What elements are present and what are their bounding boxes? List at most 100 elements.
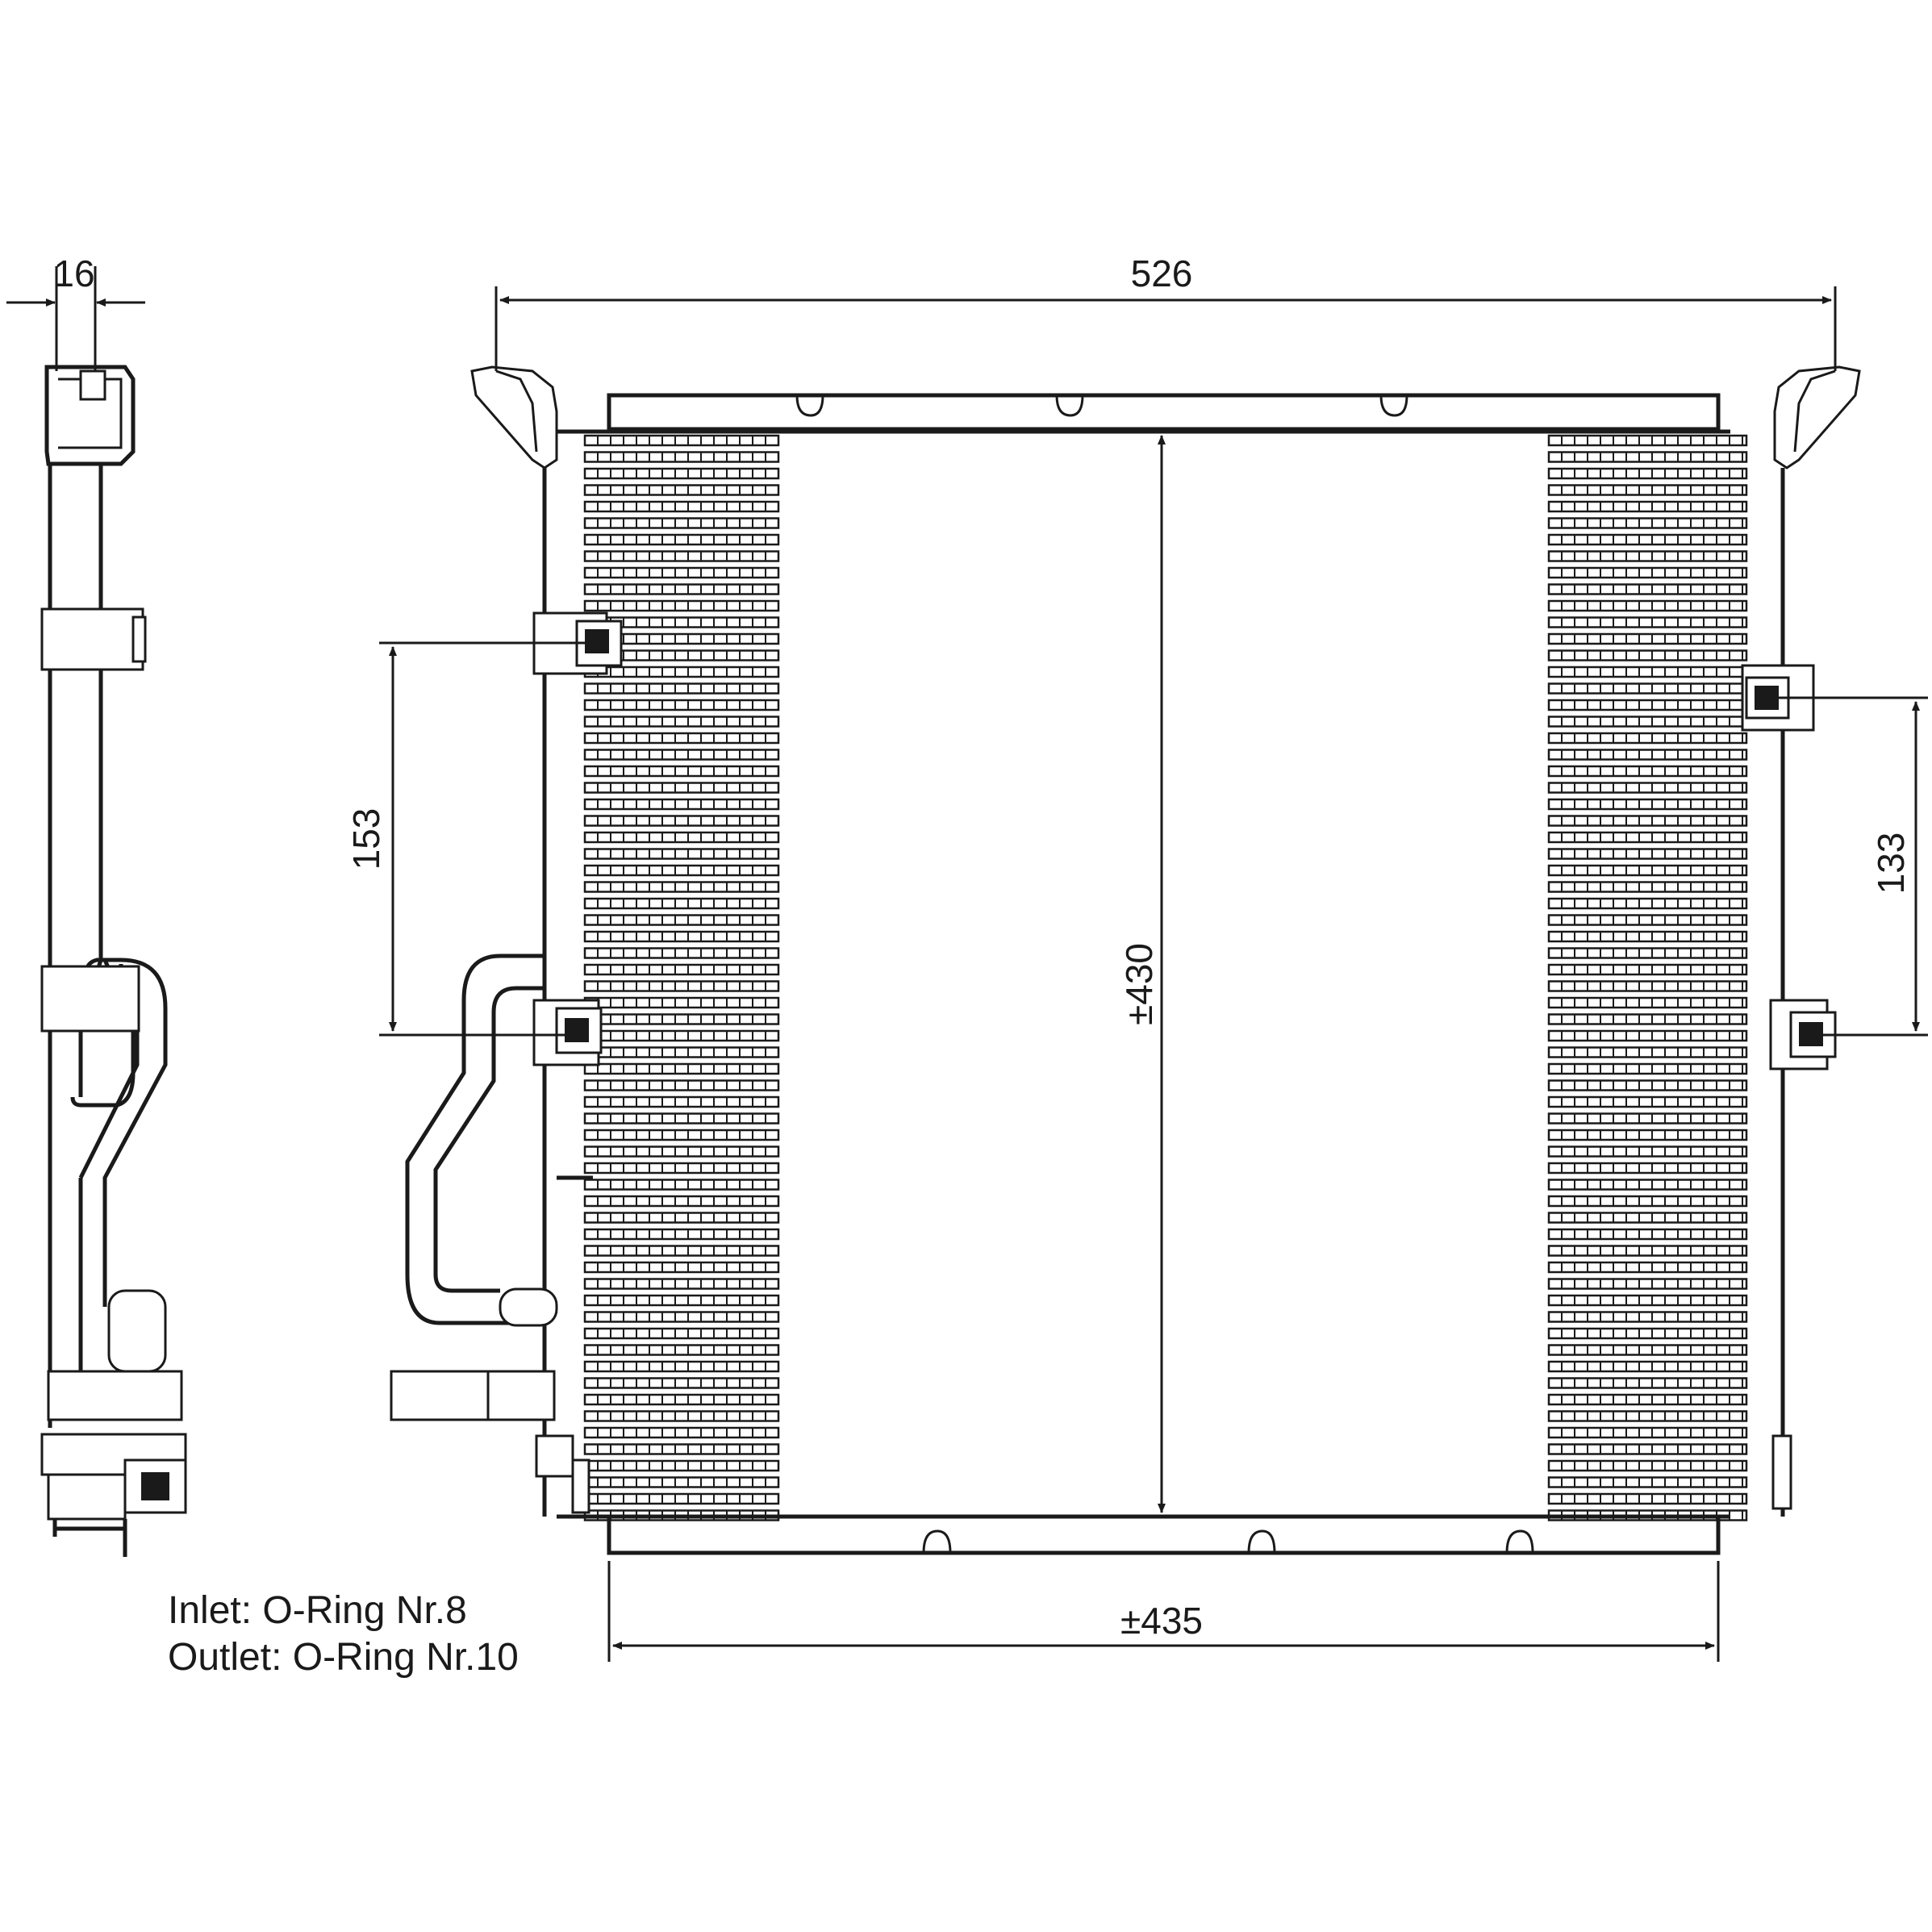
fin-row (583, 1360, 780, 1373)
fin-row (583, 1046, 780, 1058)
fin-row (1547, 798, 1748, 811)
fin-row (1547, 1029, 1748, 1042)
fin-row (1547, 1278, 1748, 1290)
front-view: 526 153 ±430 133 ±435 (345, 252, 1928, 1662)
fin-row (583, 1327, 780, 1340)
mounting-bracket-left-lower (532, 999, 603, 1066)
fin-row (583, 782, 780, 794)
fin-row (583, 1013, 780, 1025)
fin-row (583, 1261, 780, 1274)
fin-row (1547, 566, 1748, 579)
fin-row (583, 500, 780, 513)
fin-row (1547, 947, 1748, 959)
fin-row (583, 682, 780, 695)
fin-row (1547, 1344, 1748, 1356)
fin-row (1547, 1245, 1748, 1257)
fin-row (1547, 1261, 1748, 1274)
core-fins-left (583, 434, 780, 1521)
fin-row (1547, 1443, 1748, 1455)
fin-row (1547, 1179, 1748, 1191)
fin-row (583, 1459, 780, 1472)
dimension-core-height: ±430 (1118, 435, 1166, 1513)
fin-row (1547, 1013, 1748, 1025)
fin-row (1547, 1212, 1748, 1224)
fin-row (1547, 484, 1748, 496)
o-ring-notes: Inlet: O-Ring Nr.8 Outlet: O-Ring Nr.10 (168, 1589, 519, 1679)
fin-row (1547, 1410, 1748, 1422)
fin-row (583, 1079, 780, 1091)
fin-row (1547, 1360, 1748, 1373)
fin-row (583, 864, 780, 877)
dimension-core-height-label: ±430 (1118, 943, 1160, 1025)
fin-row (583, 749, 780, 761)
fin-row (583, 1129, 780, 1141)
fin-row (1547, 1095, 1748, 1108)
fin-row (583, 1278, 780, 1290)
fin-row (583, 1476, 780, 1488)
fin-row (583, 1426, 780, 1439)
fin-row (583, 1311, 780, 1323)
fin-row (1547, 963, 1748, 976)
fin-row (1547, 500, 1748, 513)
fin-row (1547, 831, 1748, 844)
dimension-left-bracket-spacing: 153 (345, 641, 597, 1037)
dimension-core-width-label: ±435 (1120, 1600, 1203, 1642)
fin-row (1547, 1129, 1748, 1141)
fin-row (583, 1492, 780, 1505)
fin-row (583, 947, 780, 959)
fin-row (1547, 848, 1748, 860)
fin-row (1547, 434, 1748, 447)
fin-row (583, 716, 780, 728)
fin-row (583, 980, 780, 992)
dimension-core-width: ±435 (607, 1561, 1720, 1662)
fin-row (1547, 533, 1748, 546)
inlet-note: Inlet: O-Ring Nr.8 (168, 1589, 467, 1632)
fin-row (1547, 765, 1748, 778)
fin-row (1547, 1046, 1748, 1058)
fin-row (583, 815, 780, 827)
fin-row (583, 599, 780, 612)
fin-row (583, 1443, 780, 1455)
fin-row (583, 484, 780, 496)
dimension-right-bracket-spacing-label: 133 (1870, 832, 1912, 895)
fin-row (1547, 881, 1748, 893)
fin-row (583, 1162, 780, 1175)
fin-row (583, 914, 780, 926)
dimension-overall-width: 526 (494, 252, 1837, 371)
fin-row (1547, 1228, 1748, 1241)
fin-row (583, 666, 780, 678)
fin-row (583, 831, 780, 844)
fin-row (1547, 996, 1748, 1009)
fin-row (583, 996, 780, 1009)
fin-row (583, 848, 780, 860)
fin-row (1547, 517, 1748, 529)
fin-row (1547, 550, 1748, 562)
fin-row (1547, 451, 1748, 463)
fin-row (1547, 1377, 1748, 1389)
inlet-pipe (390, 953, 593, 1514)
fin-row (1547, 1311, 1748, 1323)
fin-row (583, 566, 780, 579)
fin-row (583, 583, 780, 595)
fin-row (1547, 1426, 1748, 1439)
fin-row (1547, 1145, 1748, 1158)
fin-row (1547, 815, 1748, 827)
fin-row (583, 1393, 780, 1406)
fin-row (583, 1228, 780, 1241)
fin-row (1547, 1509, 1748, 1521)
fin-row (583, 1145, 780, 1158)
fin-row (583, 517, 780, 529)
fin-row (583, 1509, 780, 1521)
fin-row (1547, 980, 1748, 992)
fin-row (1547, 749, 1748, 761)
fin-row (1547, 1294, 1748, 1307)
fin-row (583, 930, 780, 943)
fin-row (583, 897, 780, 910)
fin-row (583, 1195, 780, 1208)
fin-row (1547, 616, 1748, 628)
dimension-side-depth-label: 16 (53, 252, 94, 294)
fin-row (583, 1212, 780, 1224)
fin-row (1547, 897, 1748, 910)
fin-row (583, 1344, 780, 1356)
fin-row (1547, 1079, 1748, 1091)
